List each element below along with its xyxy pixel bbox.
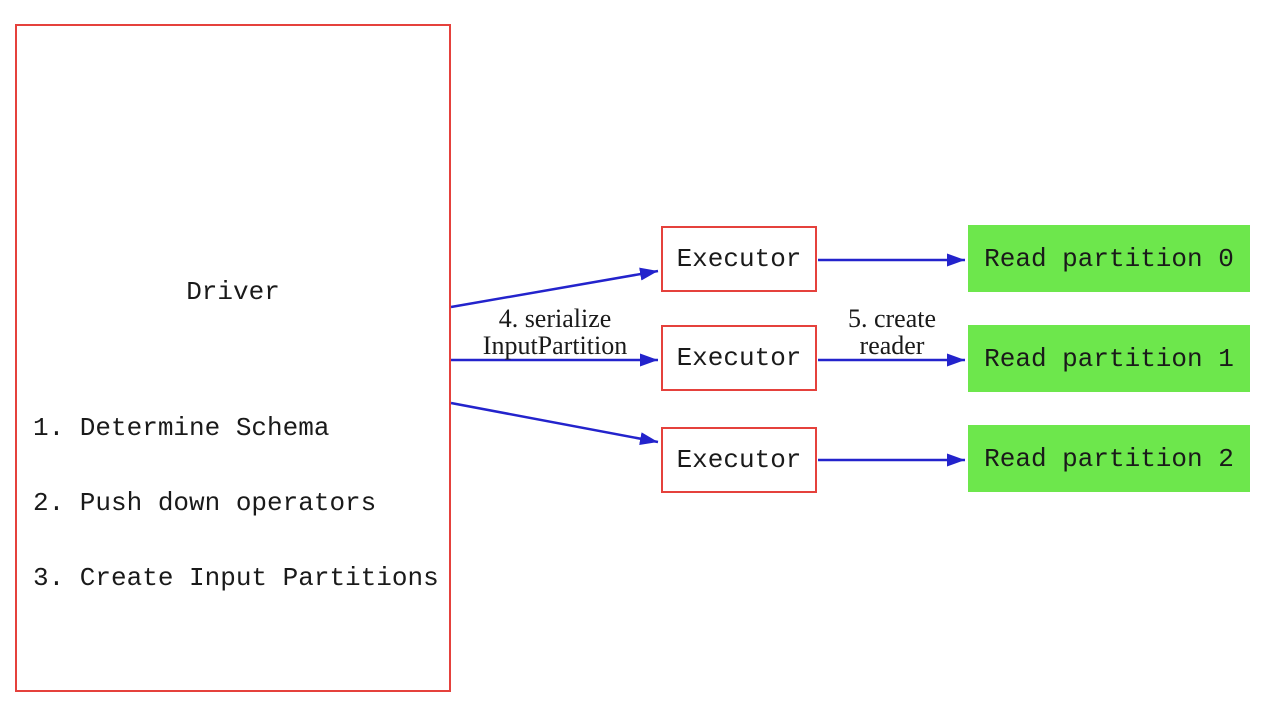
executor-label: Executor	[676, 244, 802, 274]
arrow-driver-to-executor-2	[450, 401, 659, 446]
reader-label-line-1: 5. create	[847, 304, 937, 333]
serialize-inputpartition-label: 4. serialize InputPartition	[445, 305, 665, 359]
serialize-label-line-1: 4. serialize	[498, 304, 612, 333]
partition-label: Read partition 2	[984, 443, 1234, 474]
driver-step-2: 2. Push down operators	[33, 488, 377, 518]
driver-step-3: 3. Create Input Partitions	[33, 563, 439, 593]
partition-box-2: Read partition 2	[968, 425, 1250, 492]
driver-box: Driver 1. Determine Schema 2. Push down …	[15, 24, 451, 692]
executor-box-1: Executor	[661, 325, 817, 391]
partition-label: Read partition 1	[984, 343, 1234, 374]
partition-box-0: Read partition 0	[968, 225, 1250, 292]
executor-label: Executor	[676, 343, 802, 373]
create-reader-label: 5. create reader	[782, 305, 1002, 359]
driver-title: Driver	[186, 277, 280, 307]
executor-box-2: Executor	[661, 427, 817, 493]
driver-steps: 1. Determine Schema 2. Push down operato…	[33, 366, 439, 641]
arrow-driver-to-executor-0	[450, 267, 659, 309]
reader-label-line-2: reader	[859, 331, 925, 360]
driver-step-1: 1. Determine Schema	[33, 413, 330, 443]
partition-label: Read partition 0	[984, 243, 1234, 274]
partition-box-1: Read partition 1	[968, 325, 1250, 392]
executor-label: Executor	[676, 445, 802, 475]
executor-box-0: Executor	[661, 226, 817, 292]
serialize-label-line-2: InputPartition	[482, 331, 628, 360]
